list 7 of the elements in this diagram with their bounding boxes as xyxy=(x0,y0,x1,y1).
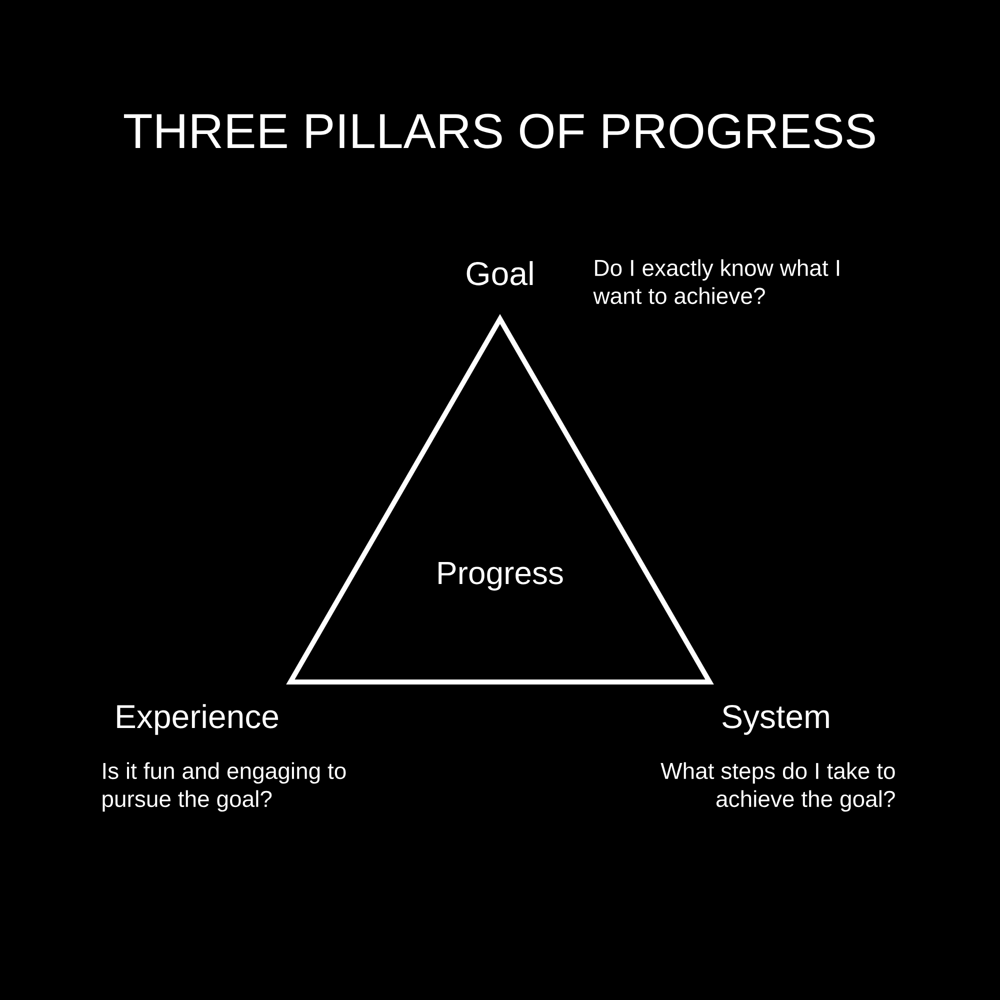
pillar-label: System xyxy=(722,704,829,735)
pillar-label: Goal xyxy=(466,261,533,286)
question-text: Do I exactly know what I want to achieve? xyxy=(593,259,840,304)
question-text: What steps do I take to achieve the goal? xyxy=(660,762,895,812)
title: THREE PILLARS OF PROGRESS xyxy=(124,114,875,148)
pillar-label: Experience xyxy=(117,704,278,735)
question-text: Is it fun and engaging to pursue the goal? xyxy=(102,762,346,812)
